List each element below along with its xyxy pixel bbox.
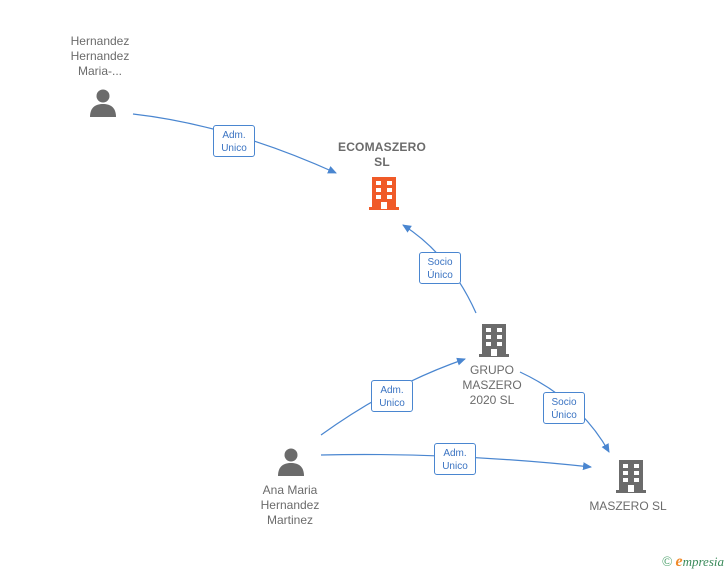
node-label-maszero: MASZERO SL (589, 499, 667, 513)
edge-label-adm-unico[interactable]: Adm. Unico (213, 125, 255, 157)
person-icon[interactable] (88, 88, 118, 118)
brand-logo-text: mpresia (682, 554, 724, 569)
person-icon[interactable] (276, 447, 306, 477)
node-label-hernandez: Hernandez Hernandez Maria-... (70, 34, 130, 78)
brand-footer: ©empresia (662, 553, 724, 571)
building-icon[interactable] (615, 458, 647, 494)
edge-label-adm-unico[interactable]: Adm. Unico (371, 380, 413, 412)
node-label-ana: Ana Maria Hernandez Martinez (260, 483, 320, 527)
building-icon[interactable] (368, 175, 400, 211)
node-label-ecomaszero: ECOMASZERO SL (337, 140, 426, 169)
node-label-grupo: GRUPO MASZERO 2020 SL (462, 363, 522, 407)
edge-label-adm-unico[interactable]: Adm. Unico (434, 443, 476, 475)
building-icon[interactable] (478, 322, 510, 358)
edge-label-socio-unico[interactable]: Socio Único (419, 252, 461, 284)
copyright-symbol: © (661, 555, 673, 570)
brand-logo-initial: e (675, 553, 683, 570)
edge-label-socio-unico[interactable]: Socio Único (543, 392, 585, 424)
